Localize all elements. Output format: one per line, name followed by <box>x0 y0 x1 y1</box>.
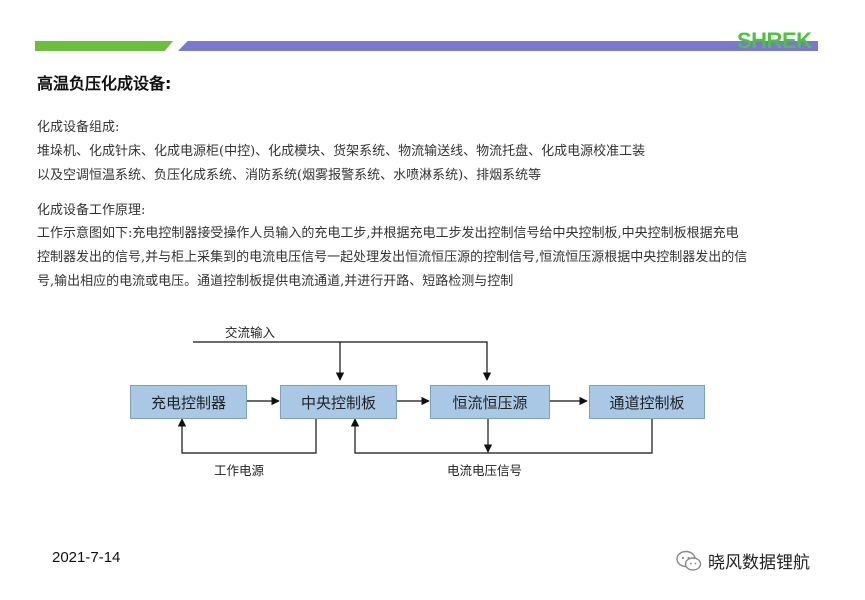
signal-loop <box>350 418 653 454</box>
footer-date: 2021-7-14 <box>52 549 121 566</box>
watermark: 晓风数据锂航 <box>676 548 810 573</box>
principle-line-1: 工作示意图如下:充电控制器接受操作人员输入的充电工步,并根据充电工步发出控制信号… <box>37 226 739 241</box>
label-current-voltage-signal: 电流电压信号 <box>447 463 523 478</box>
composition-line-1: 堆垛机、化成针床、化成电源柜(中控)、化成模块、货架系统、物流输送线、物流托盘、… <box>37 144 646 159</box>
box-constant-current-voltage-source: 恒流恒压源 <box>430 385 550 419</box>
composition-line-2: 以及空调恒温系统、负压化成系统、消防系统(烟雾报警系统、水喷淋系统)、排烟系统等 <box>37 168 542 183</box>
ac-input-line <box>193 341 492 381</box>
label-work-power: 工作电源 <box>214 463 265 478</box>
box-central-control-board: 中央控制板 <box>280 385 397 419</box>
principle-line-3: 号,输出相应的电流或电压。通道控制板提供电流通道,并进行开路、短路检测与控制 <box>37 274 514 289</box>
principle-line-2: 控制器发出的信号,并与柜上采集到的电流电压信号一起处理发出恒流恒压源的控制信号,… <box>37 250 748 265</box>
diagram-connectors <box>177 341 653 454</box>
work-power-loop <box>177 418 317 454</box>
page-title: 高温负压化成设备: <box>37 74 172 93</box>
wechat-icon <box>676 550 702 571</box>
principle-heading: 化成设备工作原理: <box>37 203 146 218</box>
composition-heading: 化成设备组成: <box>37 120 120 135</box>
watermark-text: 晓风数据锂航 <box>708 553 810 573</box>
box-charge-controller: 充电控制器 <box>130 385 247 419</box>
header-green-bar <box>35 41 173 51</box>
brand-logo: SHREK <box>737 28 812 53</box>
label-ac-input: 交流输入 <box>225 325 276 340</box>
box-channel-control-board: 通道控制板 <box>589 385 705 419</box>
header-purple-bar <box>178 41 818 51</box>
